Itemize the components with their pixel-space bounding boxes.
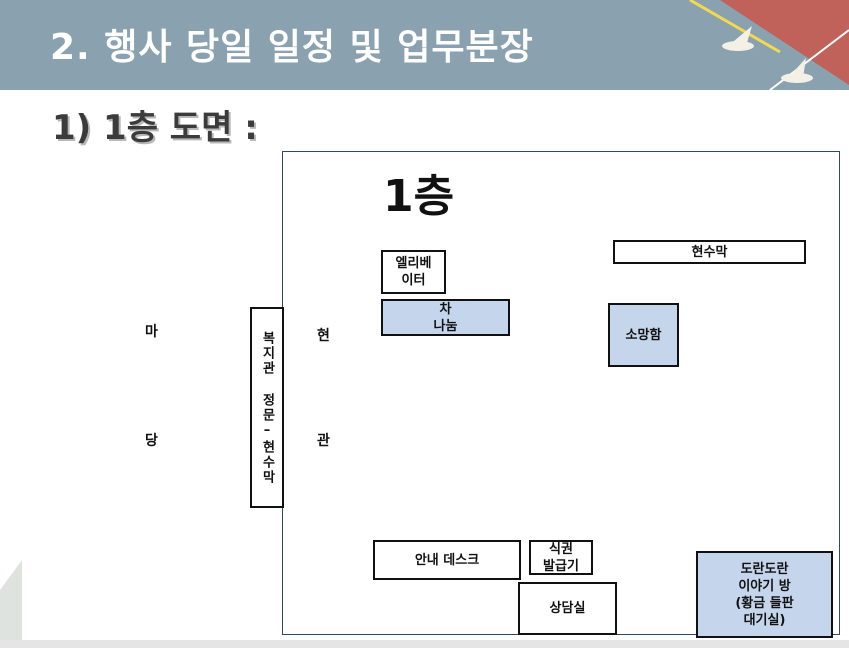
section-subtitle: 1) 1층 도면 : (52, 108, 258, 148)
entrance-label-bottom: 관 (317, 433, 330, 449)
page-title: 2. 행사 당일 일정 및 업무분장 (50, 27, 534, 68)
yard-label-bottom: 당 (145, 433, 158, 449)
entrance-label-top: 현 (317, 328, 330, 344)
wish-box: 소망함 (608, 303, 679, 367)
meal-ticket-label: 식권 발급기 (543, 541, 579, 574)
elevator-box: 엘리베 이터 (381, 250, 446, 294)
counseling-room-label: 상담실 (549, 601, 586, 616)
welfare-gate-label: 복지관 정문–현수막 (259, 330, 275, 485)
welfare-gate-box: 복지관 정문–현수막 (250, 307, 284, 508)
banner-box: 현수막 (613, 240, 806, 264)
header-banner: 2. 행사 당일 일정 및 업무분장 (0, 0, 849, 90)
birds-decoration-icon (689, 0, 849, 90)
elevator-label: 엘리베 이터 (395, 256, 432, 288)
tea-sharing-label: 차 나눔 (433, 301, 458, 334)
counseling-room-box: 상담실 (518, 582, 617, 635)
tea-sharing-box: 차 나눔 (381, 299, 510, 336)
banner-label: 현수막 (691, 244, 728, 260)
meal-ticket-box: 식권 발급기 (529, 540, 593, 575)
yard-label-top: 마 (145, 324, 158, 340)
corner-decoration-icon (0, 560, 22, 640)
story-room-box: 도란도란 이야기 방 (황금 들판 대기실) (696, 551, 833, 638)
info-desk-box: 안내 데스크 (373, 540, 521, 580)
story-room-label: 도란도란 이야기 방 (황금 들판 대기실) (735, 561, 794, 628)
floor-label: 1층 (383, 171, 455, 222)
bottom-strip (0, 640, 849, 648)
info-desk-label: 안내 데스크 (414, 552, 480, 568)
wish-box-label: 소망함 (625, 327, 662, 343)
